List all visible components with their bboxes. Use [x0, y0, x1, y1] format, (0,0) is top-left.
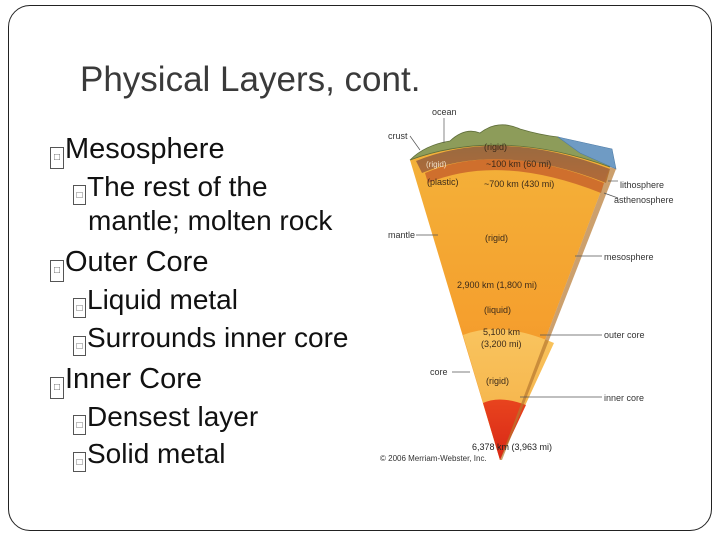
- label-asthenosphere: asthenosphere: [614, 195, 674, 205]
- label-mesosphere: mesosphere: [604, 252, 654, 262]
- sub-bullet-rest-of-mantle: □The rest of the: [73, 171, 268, 205]
- asthenosphere-layer: [425, 159, 604, 193]
- label-rigid-top: (rigid): [484, 142, 507, 152]
- label-depth-5100-a: 5,100 km: [483, 327, 520, 337]
- label-rigid-small: (rigid): [426, 160, 447, 169]
- outer-core-layer: [463, 329, 554, 460]
- label-mantle: mantle: [388, 230, 415, 240]
- earth-layers-diagram: (rigid) (rigid) ~100 km (60 mi) (plastic…: [380, 107, 674, 463]
- bullet-text: Densest layer: [87, 401, 259, 432]
- label-depth-5100-b: (3,200 mi): [481, 339, 522, 349]
- bullet-text: Liquid metal: [87, 284, 238, 315]
- terrain-surface: [409, 124, 611, 168]
- label-depth-6378: 6,378 km (3,963 mi): [472, 442, 552, 452]
- label-ocean: ocean: [432, 107, 457, 117]
- label-lithosphere: lithosphere: [620, 180, 664, 190]
- bullet-box-icon: □: [73, 415, 86, 435]
- bullet-box-icon: □: [73, 336, 86, 356]
- bullet-box-icon: □: [73, 185, 86, 205]
- label-liquid: (liquid): [484, 305, 511, 315]
- label-rigid-mantle: (rigid): [485, 233, 508, 243]
- label-depth-2900: 2,900 km (1,800 mi): [457, 280, 537, 290]
- bullet-mesosphere: □Mesosphere: [50, 133, 225, 169]
- label-depth-100: ~100 km (60 mi): [486, 159, 551, 169]
- sub-bullet-solid-metal: □Solid metal: [73, 438, 226, 472]
- asthenosphere-leader: [603, 192, 619, 199]
- mantle-layer: [410, 143, 610, 461]
- sub-bullet-surrounds-inner-core: □Surrounds inner core: [73, 322, 348, 356]
- bullet-text: mantle; molten rock: [88, 205, 333, 236]
- label-outer-core: outer core: [604, 330, 645, 340]
- bullet-text: The rest of the: [87, 171, 268, 202]
- copyright-notice: © 2006 Merriam-Webster, Inc.: [380, 454, 487, 463]
- crust-leader: [409, 135, 421, 151]
- label-core: core: [430, 367, 448, 377]
- bullet-inner-core: □Inner Core: [50, 363, 202, 399]
- label-depth-700: ~700 km (430 mi): [484, 179, 554, 189]
- sub-bullet-densest-layer: □Densest layer: [73, 401, 258, 435]
- bullet-box-icon: □: [50, 377, 64, 399]
- bullet-text: Outer Core: [65, 246, 209, 278]
- bullet-text: Solid metal: [87, 438, 226, 469]
- bullet-text: Mesosphere: [65, 133, 225, 165]
- bullet-box-icon: □: [73, 452, 86, 472]
- slide-title: Physical Layers, cont.: [80, 60, 421, 99]
- label-rigid-core: (rigid): [486, 376, 509, 386]
- label-inner-core: inner core: [604, 393, 644, 403]
- bullet-box-icon: □: [73, 298, 86, 318]
- sub-bullet-continuation: mantle; molten rock: [88, 205, 332, 237]
- slide-frame: [8, 5, 712, 531]
- bullet-text: Inner Core: [65, 363, 203, 395]
- label-plastic: (plastic): [427, 177, 459, 187]
- lithosphere-layer: [416, 145, 610, 183]
- bullet-box-icon: □: [50, 147, 64, 169]
- bullet-text: Surrounds inner core: [87, 322, 349, 353]
- inner-core-layer: [483, 399, 526, 460]
- sub-bullet-liquid-metal: □Liquid metal: [73, 284, 238, 318]
- label-crust: crust: [388, 131, 408, 141]
- bullet-box-icon: □: [50, 260, 64, 282]
- wedge-side-shade: [500, 167, 616, 460]
- bullet-outer-core: □Outer Core: [50, 246, 208, 282]
